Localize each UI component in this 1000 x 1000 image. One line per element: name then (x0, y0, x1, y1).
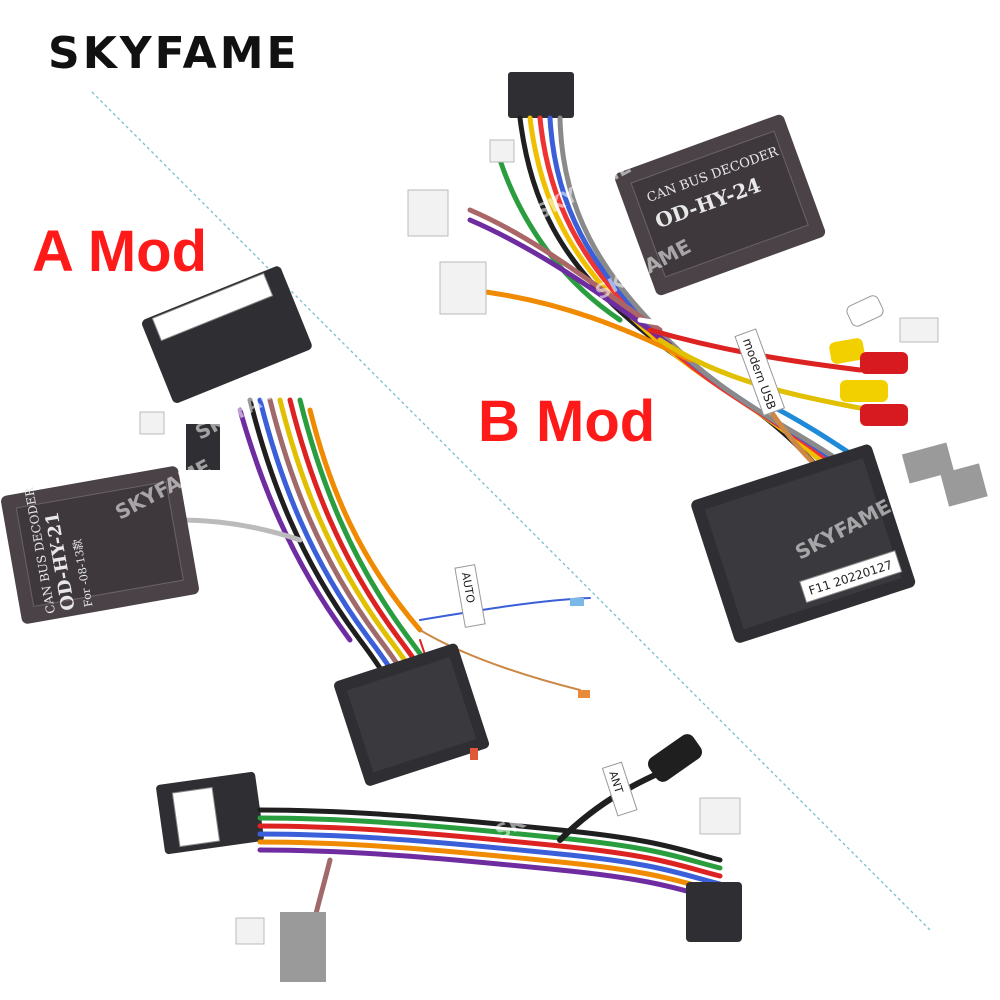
harness-b: CAN BUS DECODER OD-HY-24 modern USB (407, 72, 988, 643)
harness-a: CAN BUS DECODER OD-HY-21 For -08-13款 AUT… (1, 266, 591, 786)
mod-a-label: A Mod (32, 219, 208, 284)
rca-plugs (829, 295, 939, 426)
tag-auto: AUTO (459, 571, 477, 604)
brand-logo: SKYFAME (48, 28, 300, 79)
mod-b-label: B Mod (478, 389, 656, 454)
harness-bottom: ANT (156, 734, 742, 982)
